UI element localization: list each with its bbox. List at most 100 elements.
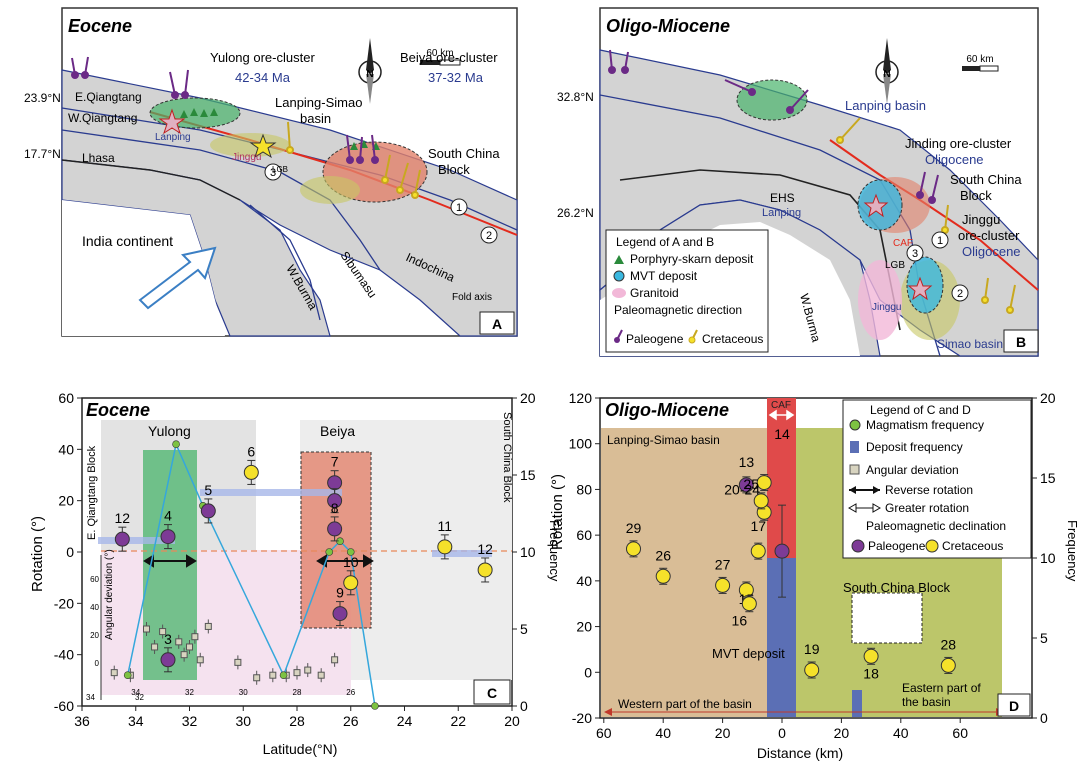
- c-xlabel: Latitude(°N): [263, 741, 338, 757]
- d-point-label: 19: [804, 641, 820, 657]
- c-point-label: 11: [438, 518, 453, 534]
- c-x-tick-label: 34: [128, 713, 144, 729]
- legend-cd-title: Legend of C and D: [870, 403, 971, 417]
- d-y-tick-label: 120: [569, 390, 593, 406]
- beiya-age: 37-32 Ma: [428, 70, 484, 85]
- magmatism-legend-icon: [849, 419, 861, 431]
- d-x-tick-label: 40: [655, 725, 671, 741]
- lanping-basin-label: Lanping basin: [845, 98, 926, 113]
- caf-double-arrow: [768, 409, 795, 421]
- d-y2-tick-label: 10: [1040, 550, 1056, 566]
- legend-cd-decl: Paleomagnetic declination: [866, 519, 1006, 533]
- jinggu-age: Oligocene: [962, 244, 1021, 259]
- legend-cd-paleogene: Paleogene: [868, 539, 926, 553]
- d-point-cretaceous: [753, 493, 769, 509]
- legend-cd-cretaceous: Cretaceous: [942, 539, 1003, 553]
- jinggu-star: [249, 133, 277, 159]
- mvt-label-d: MVT deposit: [712, 646, 785, 661]
- scale-bar-a: [420, 59, 461, 66]
- angular-deviation-marker: [180, 651, 188, 659]
- circled-numbers-a: [264, 163, 498, 244]
- cretaceous-arrows-b: [836, 117, 1016, 314]
- inset-ylabel-c: Angular deviation (°): [104, 549, 115, 640]
- c-x-tick-label: 28: [289, 713, 305, 729]
- angular-deviation-marker: [293, 669, 301, 677]
- angular-deviation-marker: [151, 643, 159, 651]
- circle-1-a: 1: [456, 202, 462, 214]
- cretaceous-legend-icon-d: [925, 539, 939, 553]
- caf-label-d: CAF: [771, 400, 791, 411]
- d-y2-tick-label: 0: [1040, 710, 1048, 726]
- d-point-cretaceous: [655, 568, 671, 584]
- d-x-tick-label: 60: [952, 725, 968, 741]
- panel-b: N 60 km 1 2 3 Oligo-Miocene 32.8°N 26.2°…: [557, 7, 1039, 357]
- west-basin-area: [601, 428, 767, 717]
- north-arrow-icon-b: N: [875, 38, 899, 104]
- d-x-tick-label: 40: [893, 725, 909, 741]
- legend-cd-item-1: Deposit frequency: [866, 440, 963, 454]
- lat-label-a2: 17.7°N: [24, 147, 61, 161]
- circle-3-a: 3: [270, 167, 276, 179]
- angular-deviation-marker: [186, 643, 193, 651]
- panel-b-letter: B: [1016, 334, 1026, 350]
- angular-deviation-marker: [159, 628, 167, 636]
- jinggu-ore-label-2: ore-cluster: [958, 228, 1020, 243]
- lgb-label-a: LGB: [272, 165, 288, 174]
- lanping-star: [158, 108, 186, 135]
- paleogene-arrows-b: [608, 49, 939, 204]
- d-point-cretaceous: [756, 475, 772, 491]
- c-point-paleogene: [200, 503, 216, 519]
- porphyry-legend-icon: [614, 255, 624, 264]
- legend-ab-item-0: Porphyry-skarn deposit: [630, 252, 754, 266]
- c-y-tick-label: 20: [58, 493, 74, 509]
- inset-x-tick-label: 34: [131, 688, 140, 697]
- d-x-tick-label: 20: [715, 725, 731, 741]
- caf-label-b: CAF: [893, 238, 913, 249]
- d-x-tick-label: 20: [834, 725, 850, 741]
- south-china-label-b2: Block: [960, 188, 992, 203]
- circle-3-b: 3: [912, 248, 918, 260]
- inset-x-tick-label: 32: [185, 688, 194, 697]
- d-y2-tick-label: 20: [1040, 390, 1056, 406]
- d-point-label: 25: [743, 476, 759, 492]
- basin-label-a: basin: [300, 111, 331, 126]
- c-y2-tick-label: 20: [520, 390, 536, 406]
- c-x-tick-label: 22: [450, 713, 466, 729]
- deposit-legend-icon: [850, 441, 859, 453]
- india-label: India continent: [82, 233, 173, 249]
- jinggu-label-b: Jinggu: [872, 302, 901, 313]
- jinding-label: Jinding ore-cluster: [905, 136, 1012, 151]
- scale-bar-b: [962, 65, 999, 72]
- svg-text:N: N: [366, 69, 373, 80]
- lat-label-b2: 26.2°N: [557, 206, 594, 220]
- magmatism-point: [172, 440, 180, 449]
- c-point-paleogene: [160, 652, 176, 668]
- d-point-label: 17: [750, 518, 766, 534]
- angular-deviation-marker: [269, 671, 277, 679]
- panel-a-title: Eocene: [68, 16, 132, 36]
- inset-y-tick-label: 0: [95, 659, 100, 668]
- c-y2-tick-label: 5: [520, 621, 528, 637]
- d-point-label: 13: [739, 454, 755, 470]
- inset-corner-label-2: 32: [135, 693, 144, 702]
- greater-rotation-legend-icon: [847, 503, 882, 513]
- paleogene-legend-icon-d: [851, 539, 865, 553]
- simao-label: Simao basin: [937, 337, 1003, 351]
- d-point-label: 16: [732, 613, 748, 629]
- lgb-label-b: LGB: [885, 260, 905, 271]
- d-point-paleogene: [738, 477, 754, 493]
- c-point-paleogene: [327, 475, 343, 491]
- magmatism-point: [346, 548, 355, 556]
- panel-c-letter: C: [487, 685, 497, 701]
- beiya-label: Beiya ore-cluster: [400, 50, 498, 65]
- c-point-cretaceous: [343, 575, 359, 591]
- granitoid-legend-icon: [612, 288, 626, 298]
- panel-c-title: Eocene: [86, 400, 150, 420]
- c-point-label: 7: [331, 454, 339, 470]
- south-china-label-a2: Block: [438, 162, 470, 177]
- angular-deviation-marker: [234, 658, 242, 666]
- c-point-label: 3: [164, 631, 172, 647]
